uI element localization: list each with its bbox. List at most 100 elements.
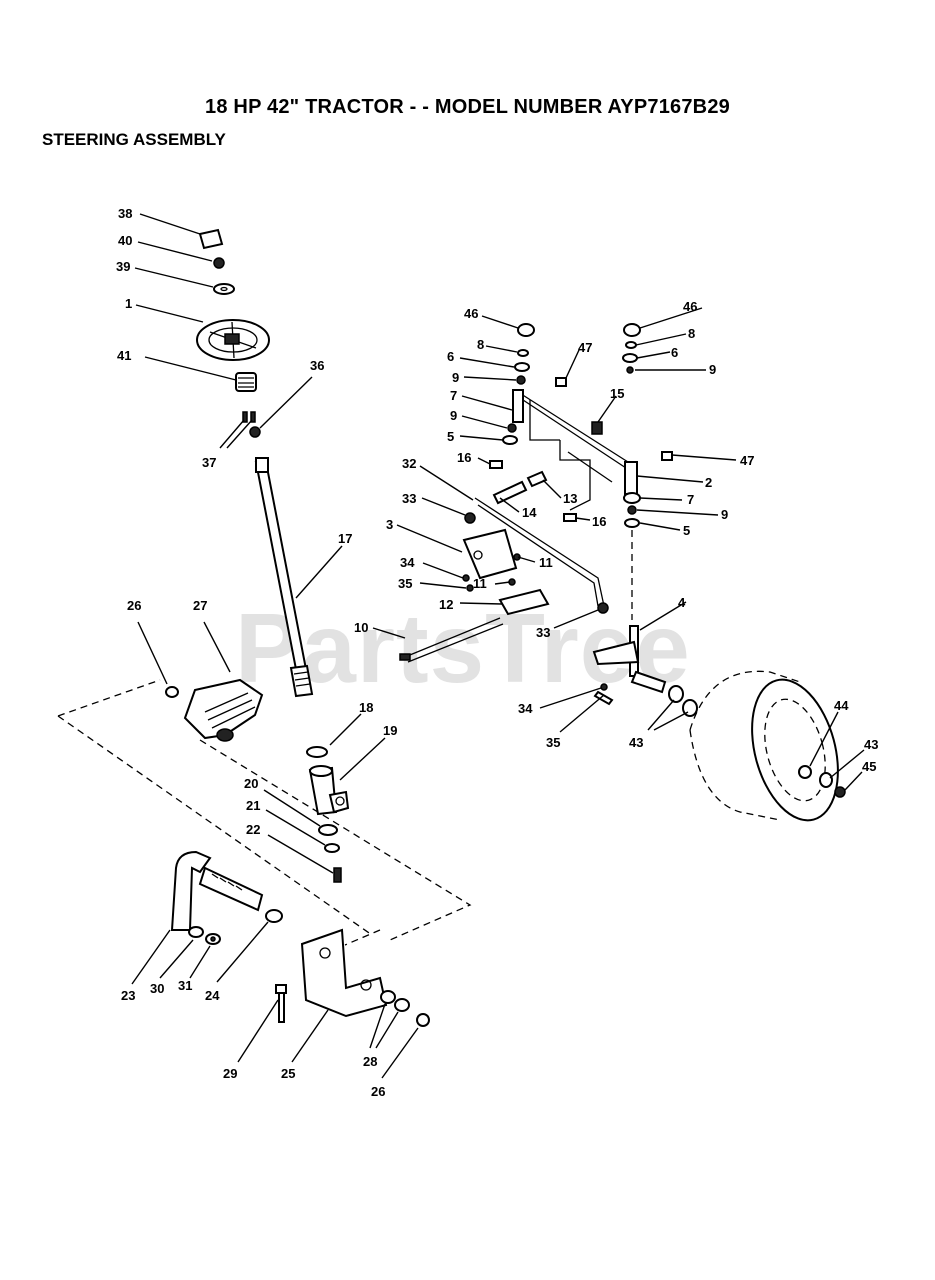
label-16-lower: 16 [592, 514, 606, 529]
pins-37[interactable] [242, 411, 256, 423]
label-4: 4 [678, 595, 686, 610]
steering-gear-27[interactable] [183, 678, 264, 742]
label-18: 18 [359, 700, 373, 715]
label-34-right: 34 [518, 701, 533, 716]
label-40: 40 [118, 233, 132, 248]
front-wheel[interactable] [689, 670, 852, 830]
label-13: 13 [563, 491, 577, 506]
label-5-left: 5 [447, 429, 454, 444]
washer-20[interactable] [318, 824, 338, 836]
nut-40[interactable] [213, 257, 225, 269]
label-19: 19 [383, 723, 397, 738]
lever-12[interactable] [498, 588, 550, 616]
label-34-left: 34 [400, 555, 415, 570]
steering-shaft-17[interactable] [254, 457, 314, 698]
label-33-lower: 33 [536, 625, 550, 640]
label-37: 37 [202, 455, 216, 470]
label-8-left: 8 [477, 337, 484, 352]
mounting-bracket-25[interactable] [300, 928, 388, 1018]
label-30: 30 [150, 981, 164, 996]
steering-cap-38[interactable] [198, 228, 224, 250]
label-8-right: 8 [688, 326, 695, 341]
label-35-right: 35 [546, 735, 560, 750]
washers-43-inner[interactable] [668, 685, 698, 717]
washers-28[interactable] [380, 990, 410, 1012]
label-33-upper: 33 [402, 491, 416, 506]
diagram-title: 18 HP 42" TRACTOR - - MODEL NUMBER AYP71… [205, 96, 730, 118]
bolt-47-right[interactable] [661, 451, 673, 461]
label-39: 39 [116, 259, 130, 274]
label-6-right: 6 [671, 345, 678, 360]
label-32: 32 [402, 456, 416, 471]
label-14: 14 [522, 505, 537, 520]
washer-43-outer[interactable] [819, 772, 833, 788]
bolt-22[interactable] [333, 867, 342, 883]
front-axle[interactable] [517, 391, 629, 511]
steering-adapter-41[interactable] [235, 372, 257, 392]
label-11-right: 11 [539, 555, 553, 570]
label-10: 10 [354, 620, 368, 635]
pivot-15[interactable] [591, 421, 603, 435]
label-11-left: 11 [473, 576, 487, 591]
label-9-left-a: 9 [452, 370, 459, 385]
nut-31[interactable] [205, 933, 221, 945]
label-5-right: 5 [683, 523, 690, 538]
steering-bracket-3[interactable] [462, 528, 518, 580]
label-12: 12 [439, 597, 453, 612]
spindle-stack-left[interactable] [502, 323, 535, 445]
label-31: 31 [178, 978, 192, 993]
label-47-right: 47 [740, 453, 754, 468]
label-46-right: 46 [683, 299, 697, 314]
ball-joint-33-upper[interactable] [464, 512, 476, 524]
spacer-13[interactable] [526, 470, 548, 488]
label-46-left: 46 [464, 306, 478, 321]
label-43-inner: 43 [629, 735, 643, 750]
washer-30[interactable] [188, 926, 204, 938]
pinion-housing-19[interactable] [308, 765, 350, 816]
label-9-right-b: 9 [721, 507, 728, 522]
section-title: STEERING ASSEMBLY [42, 130, 226, 149]
bolt-16-upper[interactable] [489, 460, 503, 469]
washer-18[interactable] [306, 746, 328, 758]
label-23: 23 [121, 988, 135, 1003]
label-2: 2 [705, 475, 712, 490]
clip-26-right[interactable] [416, 1013, 430, 1027]
tie-rod-10[interactable] [399, 617, 504, 663]
label-24: 24 [205, 988, 220, 1003]
label-1: 1 [125, 296, 132, 311]
bolt-29[interactable] [275, 984, 287, 1023]
label-28: 28 [363, 1054, 377, 1069]
washer-21[interactable] [324, 843, 340, 853]
label-27: 27 [193, 598, 207, 613]
bushing-24[interactable] [265, 909, 283, 923]
drag-link-32[interactable] [474, 497, 605, 607]
spindle-4[interactable] [592, 625, 667, 694]
steering-wheel-1[interactable] [196, 319, 270, 361]
label-26-left: 26 [127, 598, 141, 613]
steering-arm-23[interactable] [170, 850, 264, 931]
nut-45[interactable] [834, 786, 846, 798]
wheel-hub-44[interactable] [798, 765, 812, 779]
hardware-34-35-right[interactable] [593, 683, 614, 706]
washer-39[interactable] [213, 283, 235, 295]
bolt-16-lower[interactable] [563, 513, 577, 522]
label-16-upper: 16 [457, 450, 471, 465]
label-41: 41 [117, 348, 131, 363]
spring-14[interactable] [492, 480, 528, 505]
leader-lines [131, 213, 865, 1079]
label-20: 20 [244, 776, 258, 791]
label-7-right: 7 [687, 492, 694, 507]
spindle-stack-right[interactable] [622, 323, 641, 528]
ball-joint-33-lower[interactable] [597, 602, 609, 614]
label-15: 15 [610, 386, 624, 401]
label-38: 38 [118, 206, 132, 221]
clip-26-left[interactable] [165, 686, 179, 698]
label-21: 21 [246, 798, 260, 813]
label-26-right: 26 [371, 1084, 385, 1099]
bushing-36[interactable] [249, 426, 261, 438]
bolt-47-left[interactable] [555, 377, 567, 387]
part-labels: 38 40 39 1 41 36 37 17 26 27 18 19 20 21… [116, 206, 878, 1099]
label-45: 45 [862, 759, 876, 774]
label-22: 22 [246, 822, 260, 837]
label-47-left: 47 [578, 340, 592, 355]
